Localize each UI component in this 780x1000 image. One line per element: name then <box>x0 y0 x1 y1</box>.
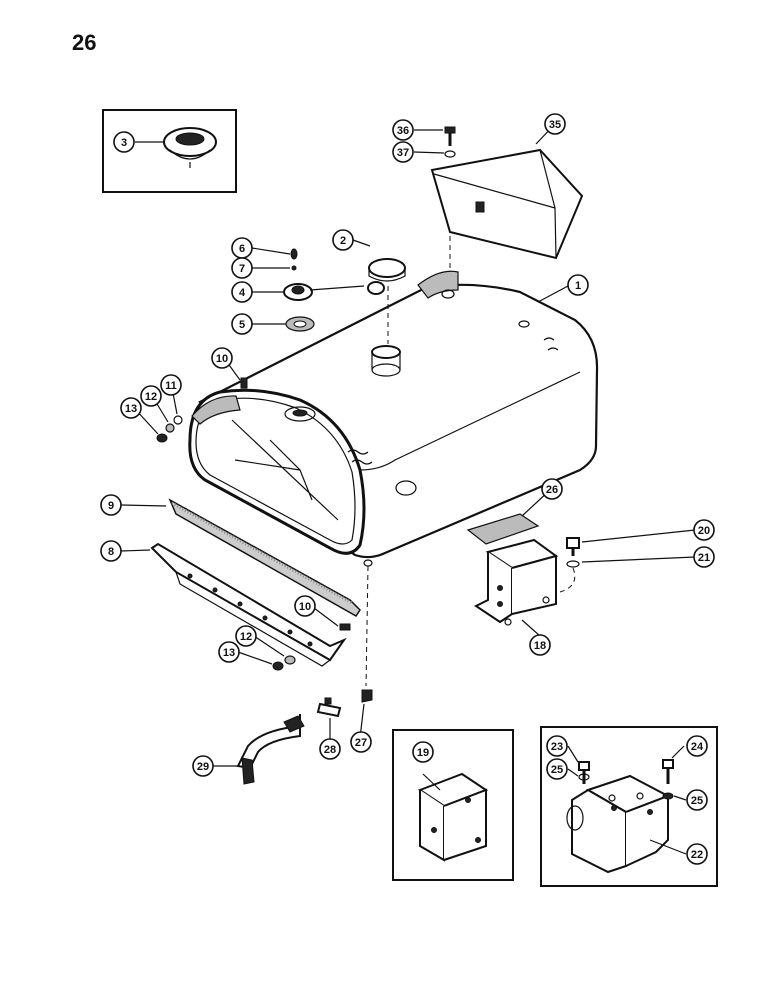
callout-4: 4 <box>231 281 253 303</box>
tool-box <box>430 148 584 260</box>
svg-text:20: 20 <box>698 525 710 537</box>
rubber-pad <box>466 513 540 545</box>
callout-28: 28 <box>319 738 341 760</box>
callout-20: 20 <box>693 519 715 541</box>
svg-text:35: 35 <box>549 119 561 131</box>
svg-text:1: 1 <box>575 280 581 292</box>
callout-22: 22 <box>686 843 708 865</box>
svg-text:19: 19 <box>417 747 429 759</box>
callout-21: 21 <box>693 546 715 568</box>
callout-27: 27 <box>350 731 372 753</box>
svg-text:3: 3 <box>121 137 127 149</box>
fuel-gauge-sender <box>283 248 385 332</box>
front-strap <box>150 542 347 667</box>
callout-2: 2 <box>332 229 354 251</box>
svg-text:22: 22 <box>691 849 703 861</box>
svg-text:10: 10 <box>299 601 311 613</box>
callout-26: 26 <box>541 478 563 500</box>
toolbox-bolt <box>444 126 456 158</box>
callout-6: 6 <box>231 237 253 259</box>
svg-text:4: 4 <box>239 287 246 299</box>
felt-pad <box>168 498 361 617</box>
svg-text:10: 10 <box>216 353 228 365</box>
svg-text:13: 13 <box>223 647 235 659</box>
svg-text:7: 7 <box>239 263 245 275</box>
callout-35: 35 <box>544 113 566 135</box>
drain-fittings <box>236 689 373 785</box>
callout-3: 3 <box>113 131 135 153</box>
svg-text:27: 27 <box>355 737 367 749</box>
callout-7: 7 <box>231 257 253 279</box>
callout-25-left: 25 <box>546 758 568 780</box>
svg-text:6: 6 <box>239 243 245 255</box>
svg-text:18: 18 <box>534 640 546 652</box>
svg-text:37: 37 <box>397 147 409 159</box>
callout-12-lower: 12 <box>235 625 257 647</box>
svg-text:13: 13 <box>125 403 137 415</box>
callout-37: 37 <box>392 141 414 163</box>
bracket-bolt <box>559 537 580 593</box>
svg-text:11: 11 <box>165 380 177 392</box>
svg-text:12: 12 <box>145 391 157 403</box>
callout-19: 19 <box>412 741 434 763</box>
callout-29: 29 <box>192 755 214 777</box>
callout-8: 8 <box>100 540 122 562</box>
svg-text:26: 26 <box>546 484 558 496</box>
inset-box-bracket <box>392 729 514 881</box>
callout-36: 36 <box>392 119 414 141</box>
callout-23: 23 <box>546 735 568 757</box>
tank-bracket <box>474 538 559 626</box>
callout-25-right: 25 <box>686 789 708 811</box>
svg-text:9: 9 <box>108 500 114 512</box>
callout-11: 11 <box>160 374 182 396</box>
inset-box-cap <box>102 109 237 193</box>
callout-24: 24 <box>686 735 708 757</box>
inset-box-cast-bracket <box>540 726 718 887</box>
svg-text:8: 8 <box>108 546 114 558</box>
leader-lines <box>120 123 696 855</box>
svg-text:25: 25 <box>551 764 563 776</box>
fuel-tank <box>188 270 599 567</box>
tank-strap-hardware <box>156 377 248 443</box>
strap-hardware-lower <box>272 623 351 671</box>
callout-5: 5 <box>231 313 253 335</box>
callout-12-upper: 12 <box>140 385 162 407</box>
callout-13-upper: 13 <box>120 397 142 419</box>
svg-text:36: 36 <box>397 125 409 137</box>
svg-text:2: 2 <box>340 235 346 247</box>
svg-text:28: 28 <box>324 744 336 756</box>
svg-text:24: 24 <box>691 741 704 753</box>
callout-10-lower: 10 <box>294 595 316 617</box>
svg-text:21: 21 <box>698 552 710 564</box>
svg-text:23: 23 <box>551 741 563 753</box>
filler-cap <box>368 258 406 282</box>
svg-text:12: 12 <box>240 631 252 643</box>
svg-text:25: 25 <box>691 795 703 807</box>
callout-18: 18 <box>529 634 551 656</box>
callout-9: 9 <box>100 494 122 516</box>
svg-text:5: 5 <box>239 319 245 331</box>
svg-text:29: 29 <box>197 761 209 773</box>
callout-13-lower: 13 <box>218 641 240 663</box>
callout-1: 1 <box>567 274 589 296</box>
page-number: 26 <box>72 30 96 55</box>
callout-10-upper: 10 <box>211 347 233 369</box>
